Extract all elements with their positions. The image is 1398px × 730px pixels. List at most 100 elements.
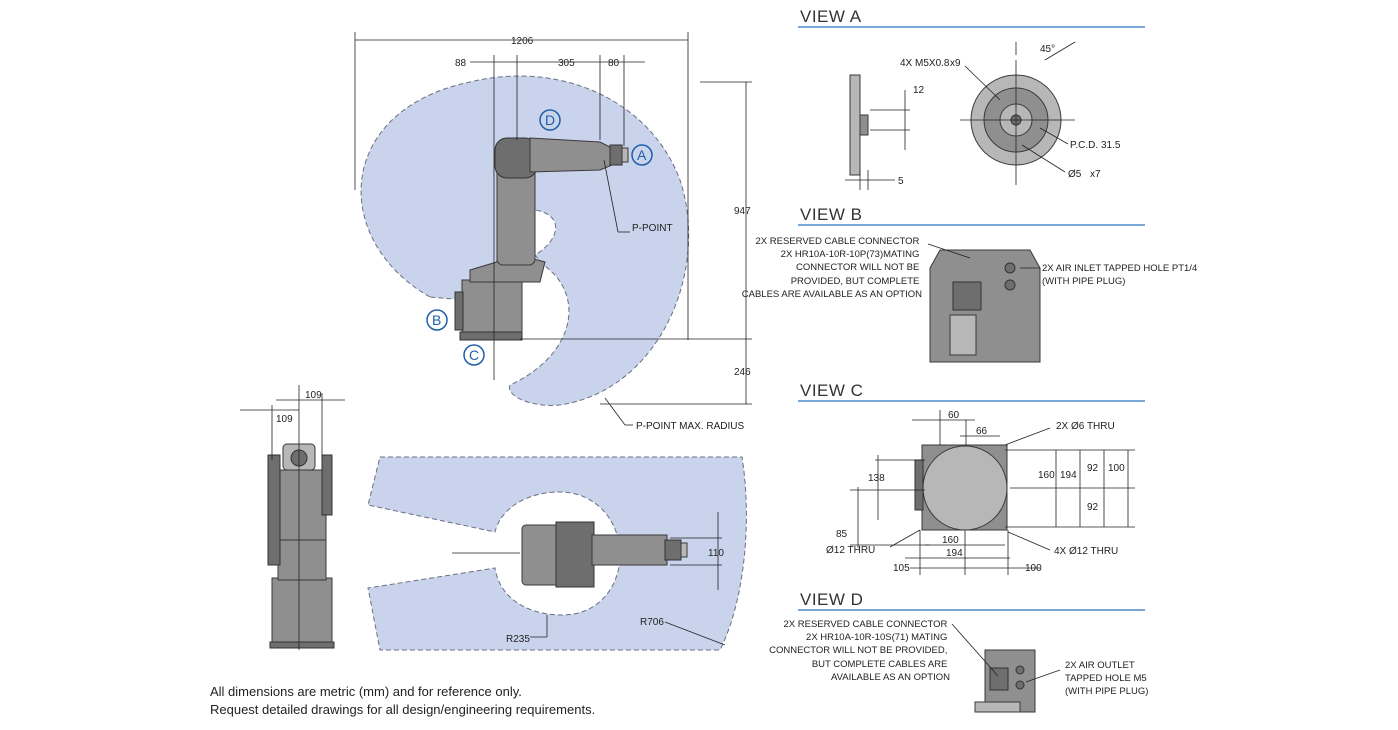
view-b-cable-line: PROVIDED, BUT COMPLETE xyxy=(791,276,920,287)
front-column xyxy=(277,534,327,581)
front-lower-arm xyxy=(277,469,327,541)
view-c-side-tab xyxy=(914,459,924,511)
footnote-request: Request detailed drawings for all design… xyxy=(210,702,596,717)
view-b-cable-line: CONNECTOR WILL NOT BE xyxy=(796,262,919,273)
view-b-title: VIEW B xyxy=(800,205,863,224)
dim-80: 80 xyxy=(608,58,620,69)
front-side-cover-right xyxy=(321,454,333,516)
dim-246: 246 xyxy=(734,367,751,378)
view-a-pilot xyxy=(859,114,869,136)
view-d-cable-line: AVAILABLE AS AN OPTION xyxy=(831,672,950,683)
view-d-bottom-strip xyxy=(974,701,1021,713)
view-b-air-line: (WITH PIPE PLUG) xyxy=(1042,276,1125,287)
view-b-air-inlet-1 xyxy=(1004,262,1016,274)
r235-label: R235 xyxy=(506,634,530,645)
view-b-lower-panel xyxy=(949,314,977,356)
view-b-cable-line: 2X HR10A-10R-10P(73)MATING xyxy=(781,249,920,260)
dim-305: 305 xyxy=(558,58,575,69)
view-b-air-note: 2X AIR INLET TAPPED HOLE PT1/4 (WITH PIP… xyxy=(1042,263,1200,287)
side-upper-arm xyxy=(529,137,613,173)
view-d-cable-line: BUT COMPLETE CABLES ARE xyxy=(812,659,948,670)
dim-947: 947 xyxy=(734,206,751,217)
view-b-cable-line: CABLES ARE AVAILABLE AS AN OPTION xyxy=(742,289,922,300)
side-base xyxy=(461,279,523,341)
view-d-air-outlet-1 xyxy=(1015,665,1025,675)
view-a-pcd: P.C.D. 31.5 xyxy=(1070,140,1121,151)
view-c-dim-85: 85 xyxy=(836,529,848,540)
view-c-dim-92b: 92 xyxy=(1087,502,1099,513)
p-point-max-radius-label: P-POINT MAX. RADIUS xyxy=(636,421,744,432)
view-c-dim-194v: 194 xyxy=(1060,470,1077,481)
view-d-housing xyxy=(984,649,1036,713)
view-a-m5: 4X M5X0.8 xyxy=(900,58,950,69)
p-point-label: P-POINT xyxy=(632,223,673,234)
view-b-cable-line: 2X RESERVED CABLE CONNECTOR xyxy=(756,236,920,247)
view-c-dim-160v: 160 xyxy=(1038,470,1055,481)
dim-1206: 1206 xyxy=(511,36,534,47)
view-d-air-note: 2X AIR OUTLET TAPPED HOLE M5 (WITH PIPE … xyxy=(1065,660,1149,697)
view-c-phi12a: Ø12 THRU xyxy=(826,545,875,556)
view-c-phi12b: 4X Ø12 THRU xyxy=(1054,546,1118,557)
callout-d: D xyxy=(545,112,555,128)
view-a-x7: x7 xyxy=(1090,169,1101,180)
view-d-air-line: 2X AIR OUTLET xyxy=(1065,660,1135,671)
footnote-metric: All dimensions are metric (mm) and for r… xyxy=(210,684,522,699)
side-view: 1206 88 305 80 947 246 P-POINT P-POINT M… xyxy=(354,32,752,432)
dim-88: 88 xyxy=(455,58,467,69)
view-c-dim-100h: 100 xyxy=(1025,563,1042,574)
view-d-cable-line: CONNECTOR WILL NOT BE PROVIDED, xyxy=(769,645,947,656)
view-d-cable-note: 2X RESERVED CABLE CONNECTOR 2X HR10A-10R… xyxy=(769,619,950,683)
side-base-plate xyxy=(459,331,523,341)
view-b-base-outline xyxy=(929,249,1041,363)
callout-c: C xyxy=(469,347,479,363)
view-b-air-inlet-2 xyxy=(1004,279,1016,291)
view-c-dim-60: 60 xyxy=(948,410,960,421)
view-c-dim-105: 105 xyxy=(893,563,910,574)
view-a-x9: x9 xyxy=(950,58,961,69)
front-base-plate xyxy=(269,641,335,649)
top-wrist xyxy=(664,539,682,561)
view-c-phi6: 2X Ø6 THRU xyxy=(1056,421,1115,432)
front-side-cover-left xyxy=(267,454,281,566)
view-b: VIEW B 2X RESERVED CABLE CONNECTOR 2X HR… xyxy=(742,205,1200,363)
view-d-title: VIEW D xyxy=(800,590,863,609)
view-b-cable-note: 2X RESERVED CABLE CONNECTOR 2X HR10A-10R… xyxy=(742,236,922,300)
r706-label: R706 xyxy=(640,617,664,628)
view-c-dim-194h: 194 xyxy=(946,548,963,559)
view-b-air-line: 2X AIR INLET TAPPED HOLE PT1/4 xyxy=(1042,263,1197,274)
side-wrist xyxy=(609,144,623,166)
dim-109-top: 109 xyxy=(305,390,322,401)
view-d-air-line: TAPPED HOLE M5 xyxy=(1065,673,1147,684)
view-d-air-outlet-2 xyxy=(1015,680,1025,690)
view-d-connector xyxy=(989,667,1009,691)
view-c: VIEW C 138 85 60 66 2X Ø6 THRU 160 194 9… xyxy=(798,381,1145,575)
view-c-base-circle xyxy=(922,445,1008,531)
top-upper-arm xyxy=(591,534,668,566)
view-a-title: VIEW A xyxy=(800,7,862,26)
view-c-dim-160h: 160 xyxy=(942,535,959,546)
view-a-phi5: Ø5 xyxy=(1068,169,1082,180)
side-base-connector xyxy=(454,291,464,331)
front-view: 109 109 xyxy=(240,385,345,650)
view-d-cable-line: 2X HR10A-10R-10S(71) MATING xyxy=(806,632,947,643)
view-c-dim-66: 66 xyxy=(976,426,988,437)
view-c-dim-138: 138 xyxy=(868,473,885,484)
dim-109-left: 109 xyxy=(276,414,293,425)
side-flange xyxy=(621,147,629,163)
view-a-dim-5: 5 xyxy=(898,176,904,187)
view-a-dim-12: 12 xyxy=(913,85,925,96)
view-d-air-line: (WITH PIPE PLUG) xyxy=(1065,686,1148,697)
top-reach-envelope xyxy=(367,456,747,651)
callout-b: B xyxy=(432,312,441,328)
dim-110: 110 xyxy=(708,548,724,559)
view-c-title: VIEW C xyxy=(800,381,863,400)
front-base xyxy=(271,577,333,647)
top-shoulder xyxy=(555,521,595,588)
view-b-connector-panel xyxy=(952,281,982,311)
view-c-dim-100v: 100 xyxy=(1108,463,1125,474)
top-view: 110 R235 R706 xyxy=(367,456,747,651)
view-a-angle: 45° xyxy=(1040,44,1055,55)
view-c-dim-92a: 92 xyxy=(1087,463,1099,474)
callout-a: A xyxy=(637,147,647,163)
